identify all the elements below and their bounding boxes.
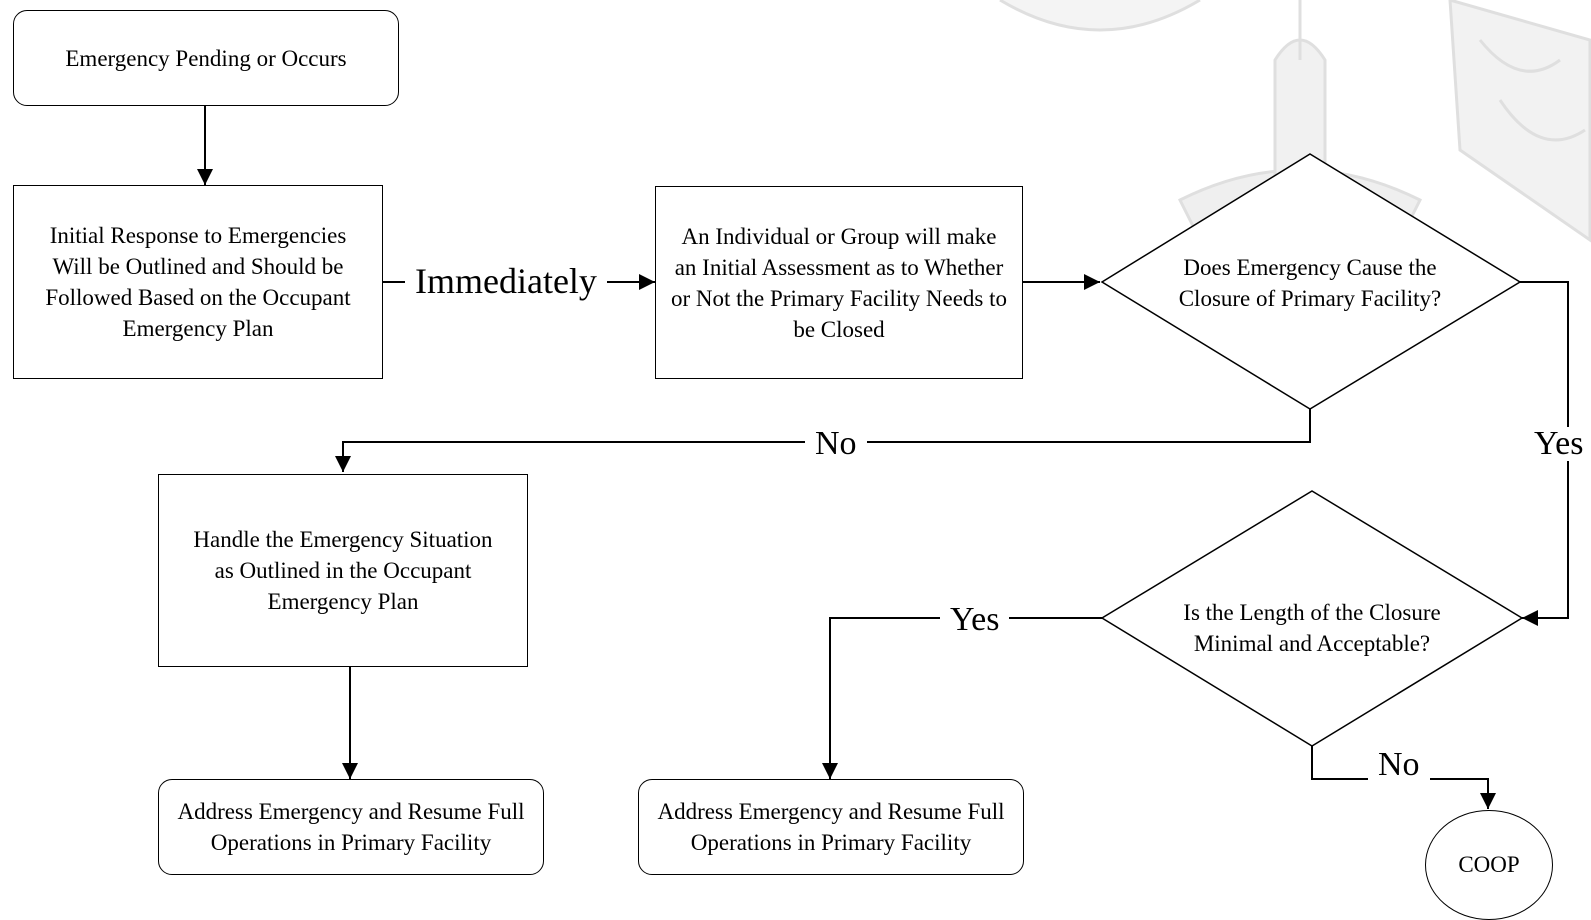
initial-response-node: Initial Response to Emergencies Will be … [13, 185, 383, 379]
coop-node: COOP [1425, 810, 1553, 920]
edge-label-no-length: No [1368, 748, 1430, 782]
assessment-node: An Individual or Group will make an Init… [655, 186, 1023, 379]
start-node-text: Emergency Pending or Occurs [65, 45, 347, 71]
decision-closure-text: Does Emergency Cause the Closure of Prim… [1178, 255, 1442, 311]
edge-yes-length [822, 617, 1102, 779]
decision-length-text: Is the Length of the Closure Minimal and… [1183, 600, 1441, 656]
decision-length-diamond [1100, 490, 1524, 747]
resume-right-text: Address Emergency and Resume Full Operat… [657, 799, 1005, 855]
resume-right-node: Address Emergency and Resume Full Operat… [638, 779, 1024, 875]
edge-label-no-closure: No [805, 427, 867, 461]
initial-response-text: Initial Response to Emergencies Will be … [45, 223, 351, 341]
edge-label-immediately: Immediately [405, 263, 607, 299]
assessment-text: An Individual or Group will make an Init… [671, 223, 1007, 342]
start-node: Emergency Pending or Occurs [13, 10, 399, 106]
resume-left-text: Address Emergency and Resume Full Operat… [177, 799, 525, 855]
resume-left-node: Address Emergency and Resume Full Operat… [158, 779, 544, 875]
decision-closure-diamond [1100, 153, 1522, 410]
edge-label-yes-closure: Yes [1530, 427, 1588, 461]
coop-text: COOP [1458, 852, 1520, 877]
handle-text: Handle the Emergency Situation as Outlin… [193, 527, 493, 614]
edge-label-yes-length: Yes [940, 603, 1010, 637]
handle-node: Handle the Emergency Situation as Outlin… [158, 474, 528, 667]
